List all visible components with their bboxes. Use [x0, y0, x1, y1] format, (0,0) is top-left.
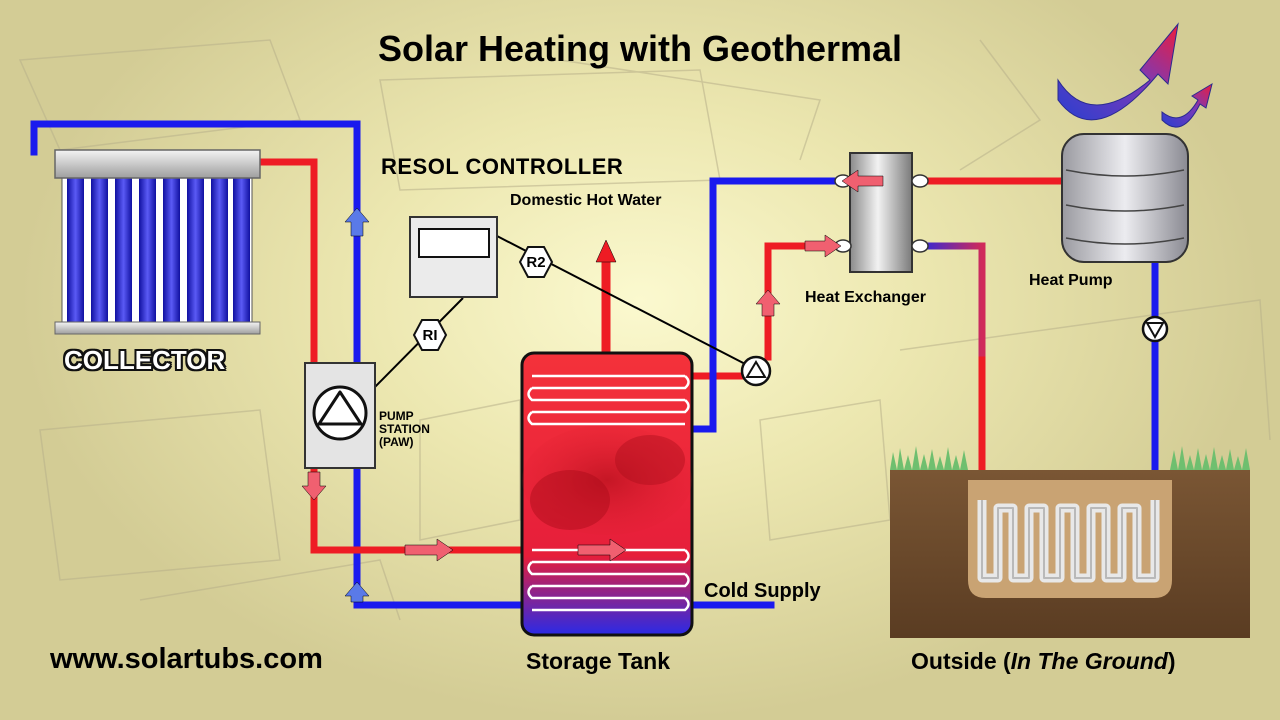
- resol-controller-box: [409, 216, 498, 298]
- storage-tank: [520, 351, 694, 637]
- controller-label: RESOL CONTROLLER: [381, 154, 624, 179]
- pump-station: [304, 362, 376, 469]
- upper-heating-coil: [527, 374, 690, 426]
- domestic-hot-water-label: Domestic Hot Water: [510, 192, 662, 209]
- grass: [890, 446, 1250, 470]
- cold-supply-label: Cold Supply: [704, 580, 821, 602]
- ground-loop-pump: [1141, 315, 1169, 343]
- heat-pump: [1061, 133, 1189, 263]
- relay-r2-label: R2: [526, 253, 546, 271]
- flow-arrows: [301, 169, 884, 603]
- pump-station-label: PUMP STATION (PAW): [379, 410, 459, 449]
- outside-label-suffix: ): [1167, 648, 1176, 674]
- collector-label: COLLECTOR: [64, 345, 226, 375]
- ground-section: [890, 446, 1250, 638]
- outside-label: Outside (In The Ground): [911, 648, 1176, 675]
- solar-collector: [54, 149, 261, 335]
- pump-station-label-line1: PUMP: [379, 409, 414, 423]
- page-title: Solar Heating with Geothermal: [377, 28, 903, 69]
- outside-label-italic: In The Ground: [1010, 648, 1168, 674]
- heat-exchanger: [834, 152, 929, 273]
- relay-r1-hex: [412, 319, 448, 351]
- collector-tubes: [67, 178, 250, 323]
- storage-tank-label: Storage Tank: [526, 648, 670, 674]
- heat-output-arrow-icon: [1057, 22, 1213, 128]
- website-link[interactable]: www.solartubs.com: [50, 643, 323, 675]
- pump-station-label-line2: STATION: [379, 422, 430, 436]
- relay-r2-hex: [518, 246, 554, 278]
- pump-station-label-line3: (PAW): [379, 435, 414, 449]
- heat-exchanger-label: Heat Exchanger: [805, 289, 926, 306]
- heat-pump-label: Heat Pump: [1029, 272, 1113, 289]
- blueprint-background: [18, 39, 1271, 621]
- outside-label-prefix: Outside (: [911, 648, 1011, 674]
- relay-r1-label: RI: [422, 326, 438, 344]
- circulation-pump: [740, 355, 772, 387]
